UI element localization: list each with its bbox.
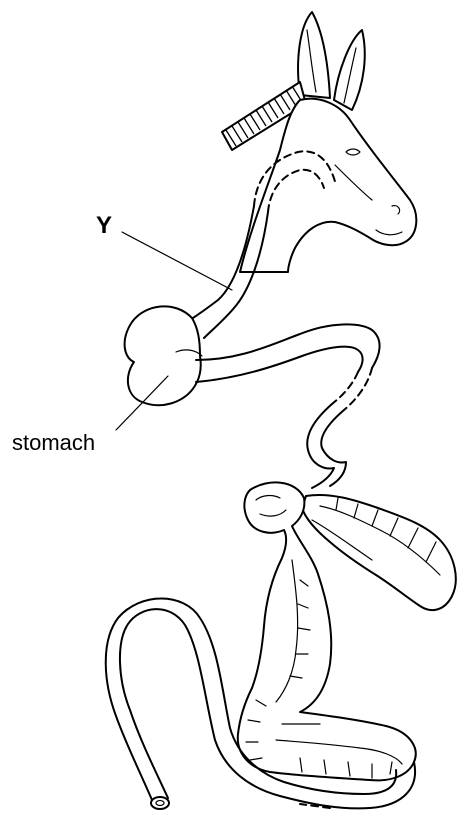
donkey-head [222,12,416,272]
leader-line-y [122,232,232,290]
small-intestine [196,324,380,488]
label-stomach: stomach [12,432,95,454]
stomach [125,306,202,405]
caecum [302,495,456,610]
label-y: Y [96,214,112,238]
